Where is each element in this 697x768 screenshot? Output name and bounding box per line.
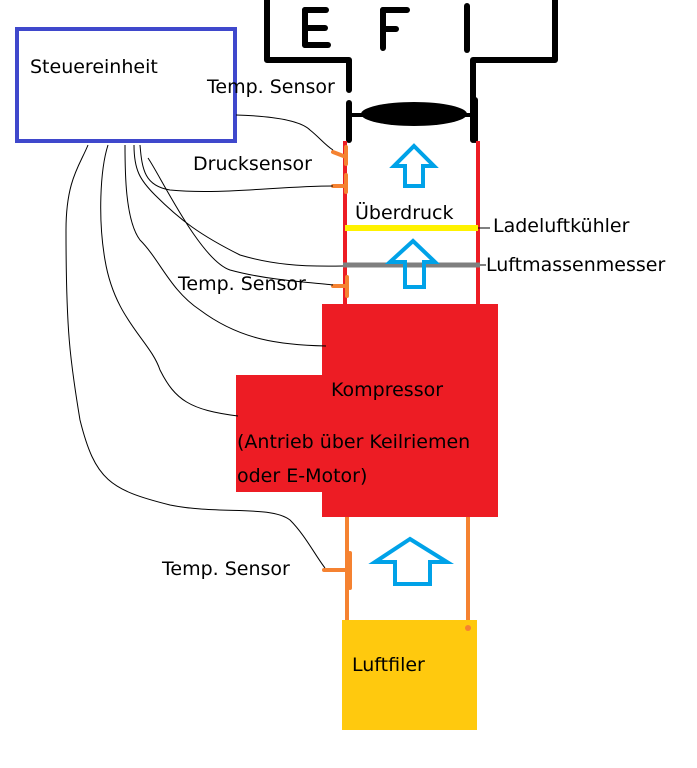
temp-sensor-bottom-label: Temp. Sensor [161, 558, 290, 580]
intake-pipe-lower [345, 517, 470, 622]
sensor-tab-temp-bottom [322, 551, 352, 590]
flow-arrow-up-icon [368, 536, 455, 586]
wire-pressure [139, 144, 334, 193]
throttle-valve-icon [361, 102, 467, 126]
pressure-sensor-label: Drucksensor [193, 153, 312, 175]
letter-f [380, 7, 410, 51]
air-filter-label: Luftfiler [352, 654, 425, 676]
flow-arrow-up-icon [389, 143, 439, 188]
wire-air-mass-meter [133, 144, 344, 267]
temp-sensor-mid-label: Temp. Sensor [177, 273, 306, 295]
control-unit-box [15, 27, 237, 143]
wire-compressor-drive [100, 144, 239, 417]
sensor-tab-temp-top [331, 145, 348, 166]
air-filter-dot [465, 625, 471, 631]
flow-arrow-up-icon [384, 238, 440, 289]
letter-e [302, 7, 331, 48]
compressor-block [236, 304, 498, 517]
wire-temp-bottom [65, 144, 326, 569]
efi-letters [302, 3, 470, 53]
intercooler-label: Ladeluftkühler [493, 215, 630, 237]
compressor-drive-label-line2: oder E-Motor) [237, 465, 367, 487]
intake-pipe-upper [343, 141, 480, 304]
wires [65, 114, 344, 569]
air-filter-box [342, 620, 477, 730]
wire-compressor [124, 144, 327, 347]
compressor-drive-label-line1: (Antrieb über Keilriemen [237, 431, 470, 453]
sensor-tab-pressure [331, 173, 348, 194]
boost-zone-label: Überdruck [355, 201, 454, 224]
compressor-label: Kompressor [331, 379, 443, 401]
temp-sensor-top-label: Temp. Sensor [206, 76, 335, 98]
control-unit-label: Steuereinheit [30, 56, 158, 78]
sensor-tab-temp-mid [331, 275, 349, 298]
engine-outline-right [470, 0, 558, 143]
engine-outline-left [264, 0, 352, 93]
wire-temp-top [235, 114, 334, 151]
wire-temp-mid [147, 157, 334, 286]
air-mass-meter-label: Luftmassenmesser [486, 254, 665, 276]
